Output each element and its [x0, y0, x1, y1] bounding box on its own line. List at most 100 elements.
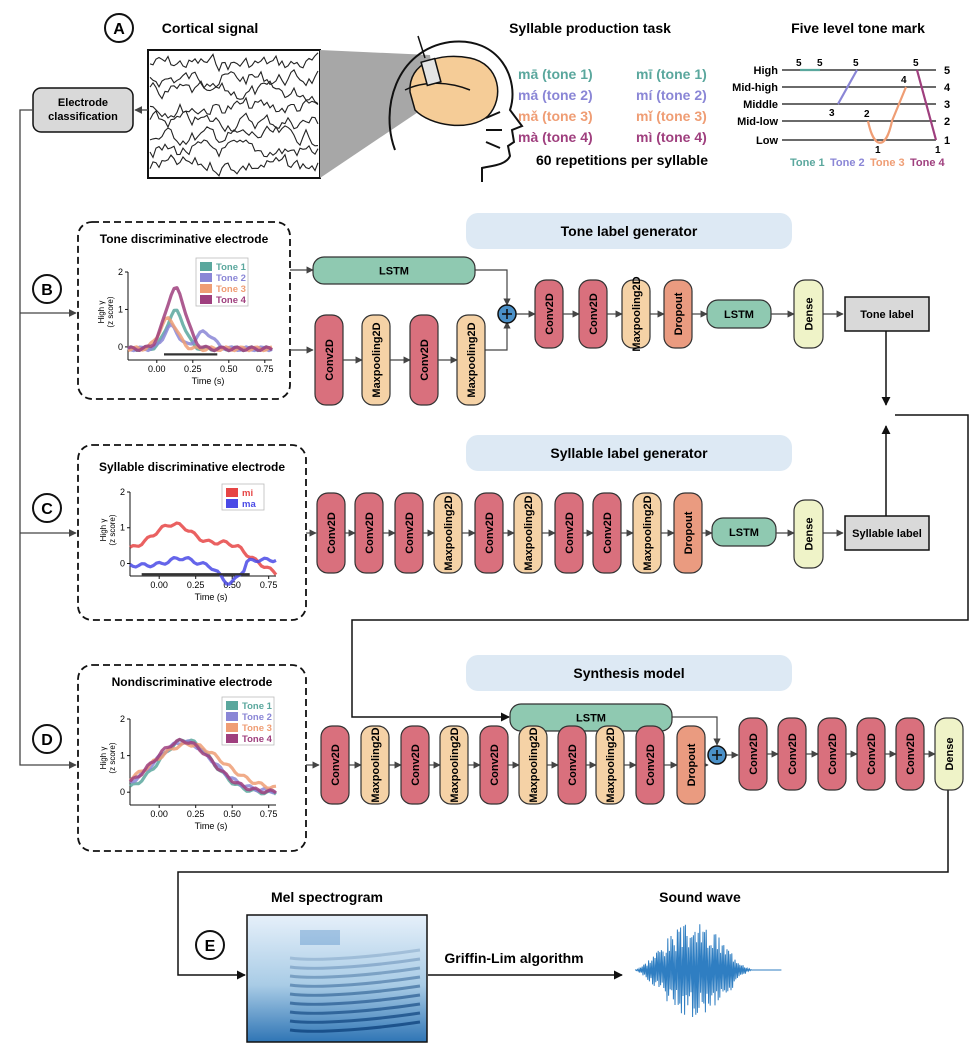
- level-number-5: 5: [944, 65, 950, 77]
- y-tick-label: 1: [120, 751, 125, 761]
- harmonic-band: [289, 948, 421, 961]
- harmonic-band: [289, 984, 421, 997]
- synthesis-title: Synthesis model: [573, 665, 684, 681]
- legend-entry: Tone 4: [242, 734, 273, 745]
- task-title: Syllable production task: [509, 20, 671, 36]
- x-axis-label: Time (s): [195, 592, 228, 602]
- pool-layer-label: Maxpooling2D: [528, 727, 540, 802]
- pool-layer: [456, 314, 486, 406]
- y-axis-label: High γ: [99, 519, 108, 542]
- cortical-trace: [149, 69, 319, 92]
- legend-swatch: [200, 262, 212, 271]
- conv-layer-label: Conv2D: [484, 512, 496, 554]
- griffin-lim-label: Griffin-Lim algorithm: [444, 950, 583, 966]
- y-tick-label: 1: [120, 523, 125, 533]
- syllable-lstm: [711, 517, 777, 547]
- tone-legend-1: Tone 1: [790, 157, 825, 169]
- cortical-trace: [149, 110, 319, 133]
- y-axis-label: High γ: [97, 301, 106, 324]
- y-axis-label: (z score): [106, 296, 115, 327]
- x-tick-label: 0.75: [256, 364, 274, 374]
- dense-layer-label: Dense: [804, 517, 816, 550]
- tone-electrode-title: Tone discriminative electrode: [100, 232, 269, 246]
- legend-entry: ma: [242, 499, 256, 510]
- electrode-grid: [420, 57, 442, 87]
- conv-layer-label: Conv2D: [410, 744, 422, 786]
- connectors: [177, 266, 969, 980]
- electrode-classification-word: classification: [48, 111, 118, 123]
- conv-layer-label: Conv2D: [330, 744, 342, 786]
- y-axis-label: High γ: [99, 747, 108, 770]
- legend-swatch: [200, 273, 212, 282]
- syllable-mi-4: mì (tone 4): [636, 129, 707, 145]
- conv-layer-label: Conv2D: [489, 744, 501, 786]
- tone-1-start: 5: [796, 58, 802, 69]
- conv-layer-label: Conv2D: [905, 733, 917, 775]
- harmonic-band: [289, 966, 421, 979]
- panel-b-letter: B: [41, 282, 53, 299]
- conv-layer-label: Conv2D: [827, 733, 839, 775]
- x-tick-label: 0.75: [260, 580, 278, 590]
- syllable-label-text: Syllable label: [852, 528, 922, 540]
- y-axis-label: (z score): [108, 514, 117, 545]
- dense-layer: [793, 279, 824, 349]
- x-axis-label: Time (s): [192, 376, 225, 386]
- tone-generator-banner: [466, 213, 792, 249]
- syllable-generator-banner: [466, 435, 792, 471]
- conv-layer-label: Conv2D: [645, 744, 657, 786]
- harmonic-band: [289, 975, 421, 988]
- tone-legend-3: Tone 3: [870, 157, 905, 169]
- panel-a-badge: [104, 13, 134, 43]
- synthesis-lstm-label: LSTM: [576, 713, 606, 725]
- spectral-blob: [300, 930, 340, 945]
- speech-line: [485, 111, 501, 119]
- syllable-ma-1: mā (tone 1): [518, 66, 593, 82]
- dropout-layer: [676, 725, 706, 805]
- syllable-electrode-title: Syllable discriminative electrode: [99, 460, 285, 474]
- conv-layer-label: Conv2D: [544, 293, 556, 335]
- tone-4-end: 1: [935, 145, 941, 156]
- legend-swatch: [226, 723, 238, 732]
- legend-swatch: [226, 734, 238, 743]
- legend-swatch: [226, 499, 238, 508]
- y-tick-label: 2: [120, 714, 125, 724]
- dropout-layer-label: Dropout: [686, 743, 698, 786]
- electrode-classification-word: Electrode: [58, 97, 108, 109]
- conv-layer-label: Conv2D: [564, 512, 576, 554]
- dense-layer-label: Dense: [804, 297, 816, 330]
- electrode-classification-box: [32, 87, 134, 133]
- mel-spectrogram-frame: [246, 914, 428, 1043]
- tone-label-text: Tone label: [860, 309, 914, 321]
- x-tick-label: 0.50: [220, 364, 238, 374]
- tone-label-box: [844, 296, 930, 332]
- harmonic-band: [289, 1011, 421, 1024]
- conv-layer-label: Conv2D: [588, 293, 600, 335]
- electrode-classification-line-1: Electrode classification: [48, 97, 118, 123]
- x-tick-label: 0.75: [260, 809, 278, 819]
- legend-entry: Tone 2: [242, 712, 272, 723]
- pool-layer-label: Maxpooling2D: [631, 276, 643, 351]
- tone-2-end: 5: [853, 58, 859, 69]
- pool-layer-label: Maxpooling2D: [370, 727, 382, 802]
- conv-layer-label: Conv2D: [364, 512, 376, 554]
- dropout-layer-label: Dropout: [673, 292, 685, 335]
- panel-d-badge: [32, 724, 62, 754]
- tone-2-contour: [837, 69, 858, 105]
- syllable-mi-1: mī (tone 1): [636, 66, 707, 82]
- harmonic-band: [289, 1020, 421, 1033]
- legend-entry: Tone 4: [216, 295, 247, 306]
- legend-entry: Tone 3: [242, 723, 272, 734]
- y-tick-label: 0: [118, 342, 123, 352]
- tone-3-dip: 1: [875, 145, 881, 156]
- level-label-low: Low: [756, 135, 778, 147]
- level-number-3: 3: [944, 99, 950, 111]
- level-label-high: High: [754, 65, 779, 77]
- cortical-trace: [149, 125, 319, 147]
- legend-entry: Tone 1: [216, 262, 247, 273]
- conv-layer-label: Conv2D: [602, 512, 614, 554]
- panel-c-badge: [32, 493, 62, 523]
- panel-b-badge: [32, 274, 62, 304]
- tone-1-end: 5: [817, 58, 823, 69]
